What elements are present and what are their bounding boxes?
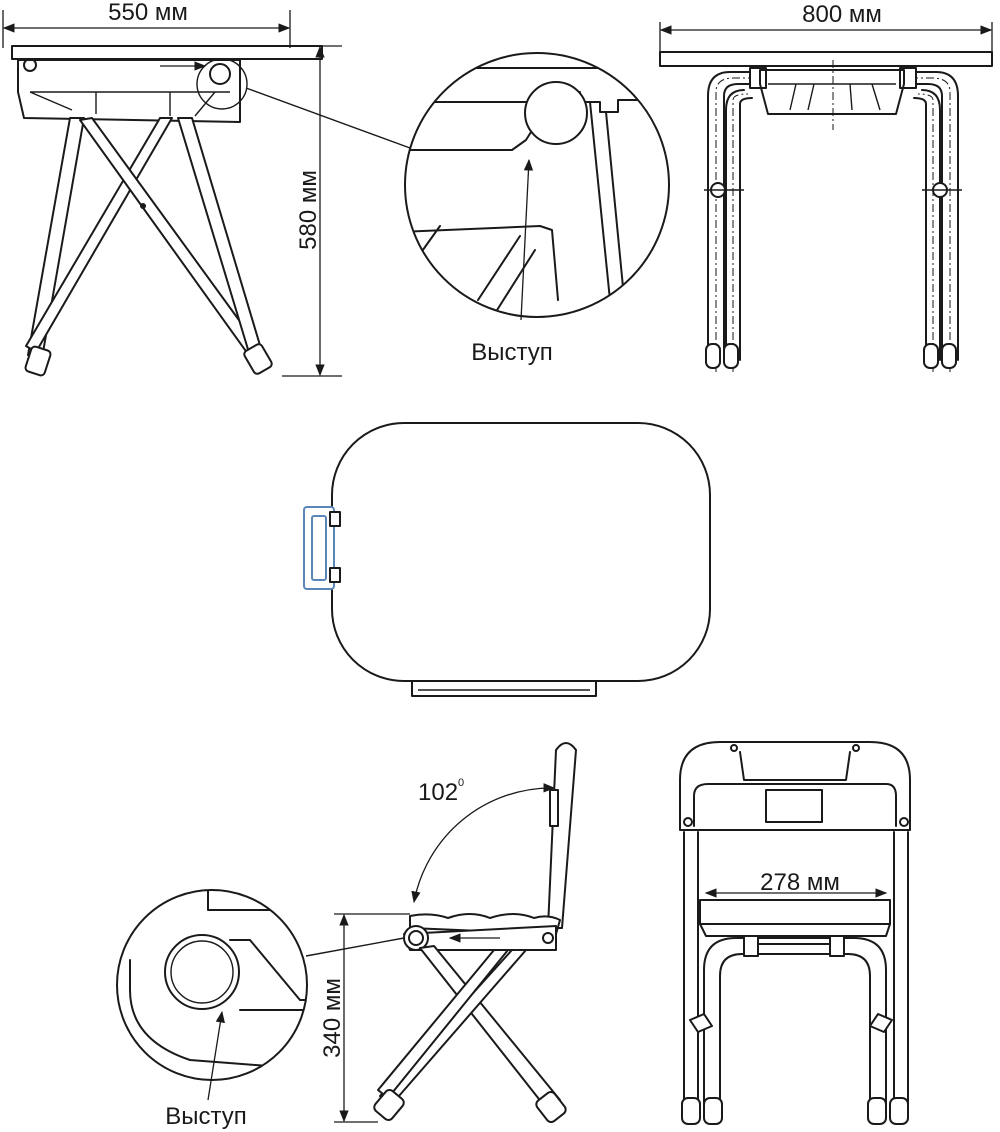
table-front-drawer — [759, 69, 905, 115]
chair-front-foot-4 — [889, 1097, 909, 1125]
table-top-board — [11, 45, 323, 60]
label-chair-seat-width: 278 мм — [760, 869, 840, 896]
chair-foot-left — [373, 1089, 405, 1121]
label-table-depth: 550 мм — [108, 0, 188, 26]
chair-front-seat — [699, 899, 891, 925]
chair-front-label-plate — [765, 789, 823, 823]
table-front-view — [659, 51, 993, 372]
table-leg-front — [27, 117, 85, 359]
chair-front-clip-right — [829, 935, 845, 957]
zoom-table-circle — [404, 52, 670, 318]
chair-front-right-tube — [893, 831, 909, 1105]
table-foot-left — [24, 345, 52, 377]
chair-zoom-leader — [305, 937, 405, 957]
table-detail-marker — [196, 58, 248, 110]
table-foot-right — [243, 343, 273, 375]
table-side-view — [11, 45, 323, 377]
chair-angle-arc — [411, 783, 556, 904]
table-plan-top — [331, 422, 711, 682]
zoom-table-rod — [524, 81, 588, 145]
chair-foot-right — [535, 1091, 567, 1123]
table-zoom-leader — [245, 87, 411, 149]
table-detail-zoom: Выступ — [404, 52, 670, 366]
dim-table-depth: 550 мм — [2, 0, 291, 48]
zoom-chair-circle — [116, 889, 308, 1081]
table-leg-b — [79, 117, 269, 369]
label-chair-angle-degree: 0 — [458, 777, 464, 789]
table-plan-view — [303, 422, 711, 697]
table-front-right-tube-outer — [909, 71, 959, 361]
table-drawer-partitions — [29, 91, 230, 117]
chair-front-inner-u — [703, 937, 887, 1105]
protrusion-chair-arrow — [207, 1010, 225, 1101]
chair-side-view: 102 0 — [373, 742, 577, 1123]
table-leg-a — [25, 117, 173, 353]
label-table-height: 580 мм — [295, 170, 322, 250]
label-table-width: 800 мм — [802, 1, 882, 28]
chair-detail-zoom: Выступ — [116, 889, 308, 1130]
chair-front-view: 278 мм — [679, 741, 911, 1125]
chair-front-left-tube — [683, 831, 699, 1105]
table-front-foot-4 — [941, 343, 957, 369]
table-drawer-tray — [17, 59, 241, 123]
label-protrusion-table: Выступ — [471, 339, 553, 366]
table-leg-c — [177, 117, 263, 357]
protrusion-table-arrow — [520, 158, 534, 321]
table-front-top — [659, 51, 993, 67]
table-plan-rail — [411, 680, 597, 697]
chair-front-foot-1 — [681, 1097, 701, 1125]
chair-front-clip-left — [743, 935, 759, 957]
label-chair-seat-height: 340 мм — [319, 978, 346, 1058]
label-protrusion-chair: Выступ — [165, 1103, 247, 1130]
table-front-foot-1 — [705, 343, 721, 369]
chair-backrest — [547, 742, 577, 929]
zoom-chair-rod — [164, 934, 240, 1010]
dim-table-width: 800 мм — [659, 1, 993, 52]
table-leg-pivot — [140, 203, 146, 209]
table-front-left-tube-outer — [707, 71, 757, 361]
label-chair-angle: 102 — [418, 779, 458, 806]
table-hinge-circle — [209, 63, 231, 85]
dim-table-height: 580 мм — [236, 45, 342, 377]
chair-front-back — [679, 741, 911, 831]
